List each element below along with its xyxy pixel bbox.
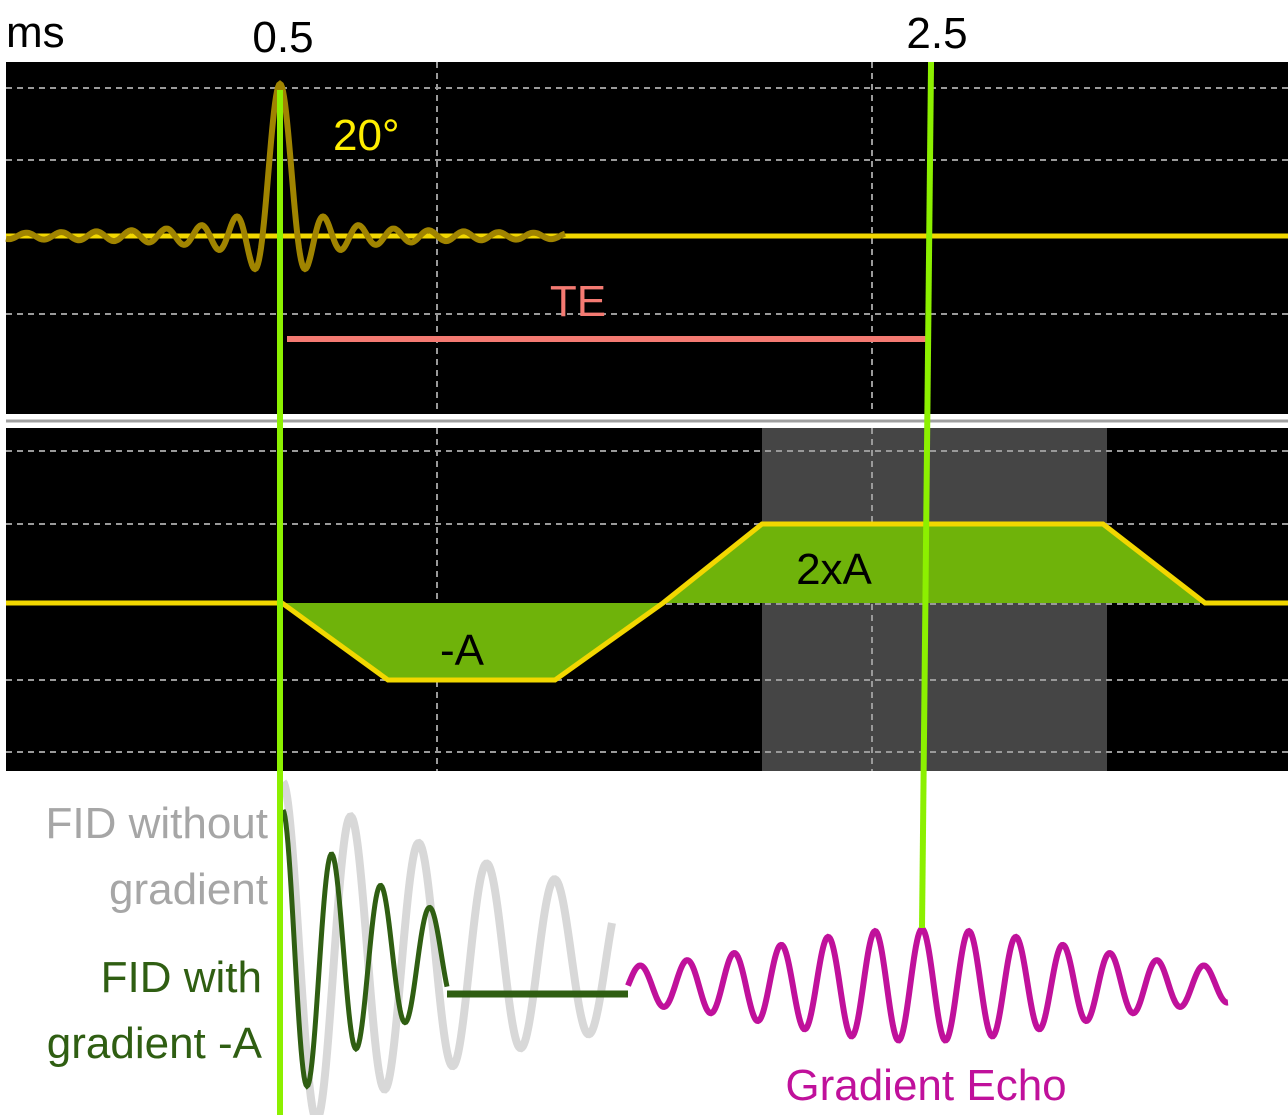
axis-unit-label: ms	[6, 8, 65, 57]
rephase-lobe-label: 2xA	[796, 545, 872, 594]
fid-with-gradient	[280, 809, 450, 1090]
te-label: TE	[550, 277, 606, 326]
gradient-echo-signal	[625, 925, 1229, 1044]
time-marker-0.5: 0.5	[252, 13, 313, 62]
fid-with-gradient-label-2: gradient -A	[47, 1019, 263, 1068]
time-marker-2.5: 2.5	[906, 9, 967, 58]
flip-angle-label: 20°	[333, 111, 400, 160]
fid-with-gradient-label-1: FID with	[101, 953, 262, 1002]
fid-without-gradient	[279, 779, 616, 1115]
fid-without-gradient-label-2: gradient	[109, 865, 268, 914]
gradient-echo-label: Gradient Echo	[785, 1061, 1066, 1110]
marker-line-2.5-lower	[919, 65, 934, 929]
dephase-lobe	[282, 603, 660, 680]
gradient-waveform	[6, 521, 1288, 683]
dephase-lobe-label: -A	[440, 626, 485, 675]
fid-without-gradient-label-1: FID without	[45, 799, 268, 848]
rephase-lobe	[663, 524, 1202, 603]
rf-sinc-pulse	[5, 80, 566, 273]
